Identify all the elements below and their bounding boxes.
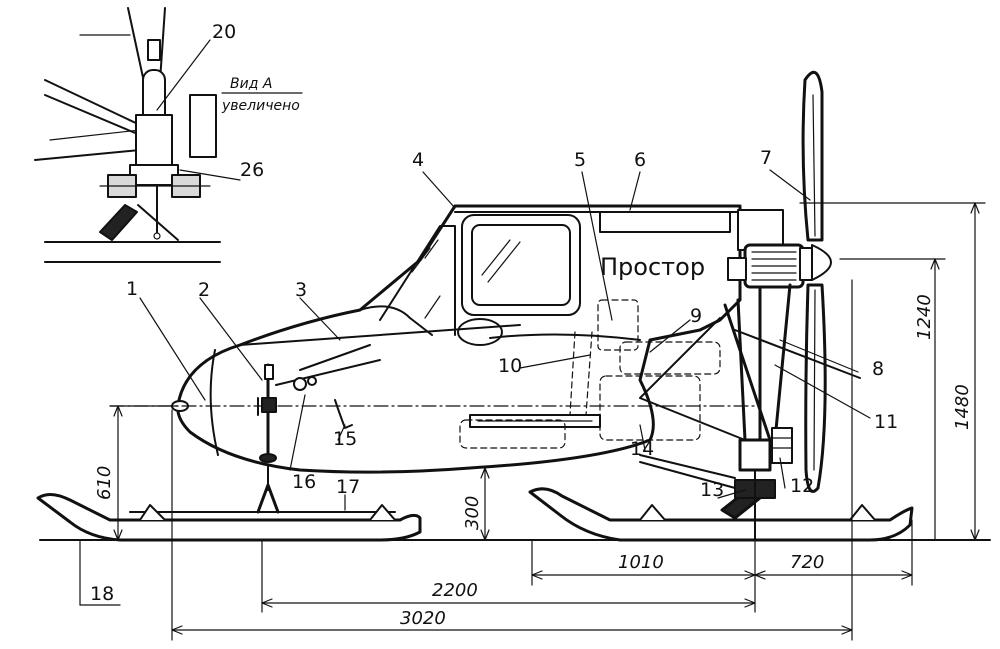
- callout-15: 15: [333, 428, 357, 450]
- callout-7: 7: [760, 147, 772, 169]
- leader-lines: [79, 169, 871, 606]
- dim-overall-length: 3020: [400, 608, 446, 629]
- callout-5: 5: [574, 149, 586, 171]
- callout-4: 4: [412, 149, 424, 171]
- callout-2: 2: [198, 279, 210, 301]
- callout-11: 11: [874, 411, 898, 433]
- dim-ski-front: 1010: [618, 552, 664, 573]
- callout-14: 14: [630, 438, 654, 460]
- view-a-title: Вид А: [230, 76, 272, 92]
- callout-20: 20: [212, 21, 236, 43]
- dim-total-height: 1480: [952, 384, 973, 430]
- callout-16: 16: [292, 471, 316, 493]
- dim-clearance: 300: [462, 496, 483, 530]
- hull: [109, 204, 761, 474]
- callout-18: 18: [90, 583, 114, 605]
- callout-1: 1: [126, 278, 138, 300]
- callout-3: 3: [295, 279, 307, 301]
- callout-10: 10: [498, 355, 522, 377]
- callout-26: 26: [240, 159, 264, 181]
- view-a-subtitle: увеличено: [221, 98, 300, 114]
- dimension-lines: [109, 202, 986, 641]
- dim-nose-height: 610: [94, 466, 115, 500]
- dim-ski-rear: 720: [790, 552, 824, 573]
- callout-17: 17: [336, 476, 360, 498]
- dim-prop-axis-height: 1240: [914, 294, 935, 340]
- dim-wheelbase: 2200: [432, 580, 478, 601]
- callout-12: 12: [790, 475, 814, 497]
- callout-8: 8: [872, 358, 884, 380]
- callout-13: 13: [700, 479, 724, 501]
- callout-6: 6: [634, 149, 646, 171]
- brand-lettering: Простор: [600, 253, 705, 281]
- inset-view-a: 20 26 Вид А увеличено: [34, 7, 303, 263]
- callout-9: 9: [690, 305, 702, 327]
